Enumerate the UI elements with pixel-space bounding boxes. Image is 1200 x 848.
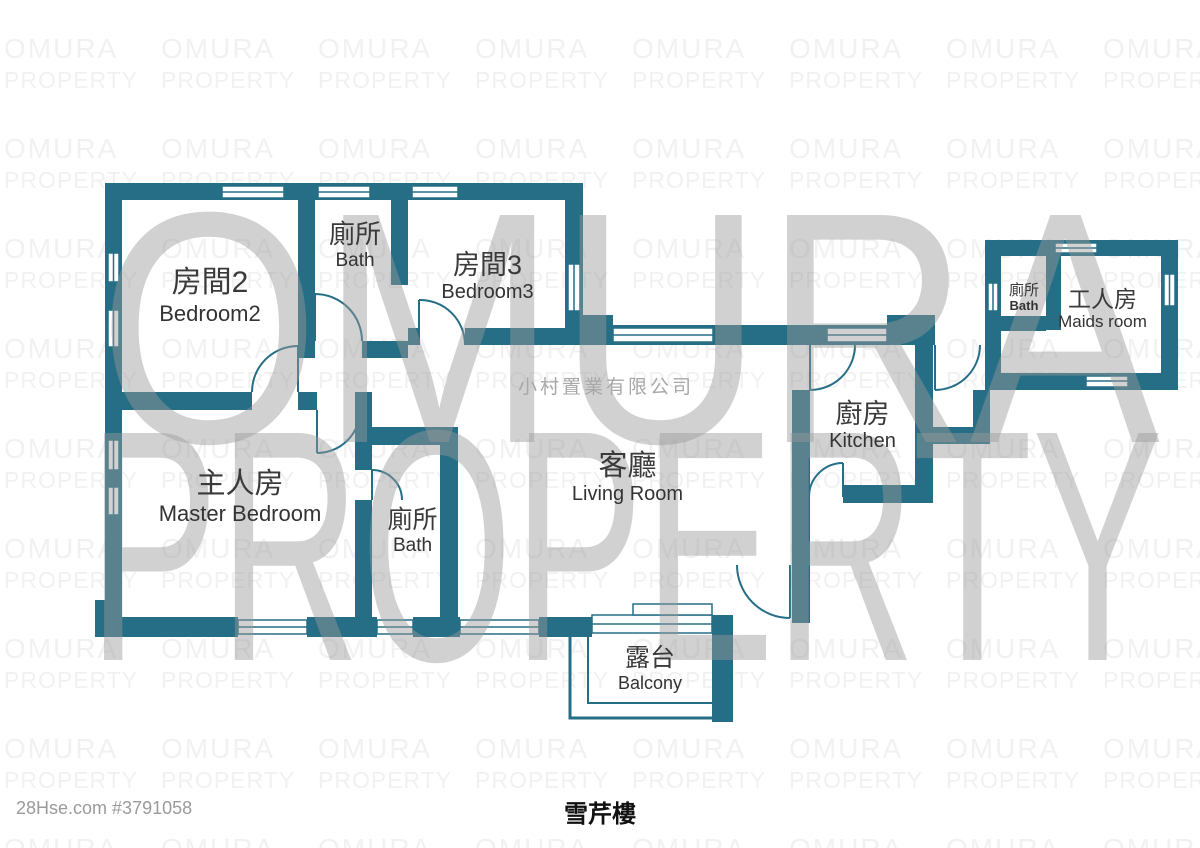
giant-watermark-line1: OMURA: [98, 143, 1161, 512]
room-label-balcony: 露台 Balcony: [585, 644, 715, 693]
room-label-maids-bath: 廁所 Bath: [995, 282, 1053, 314]
room-name-zh: 房間2: [171, 266, 249, 299]
room-label-master-bedroom: 主人房 Master Bedroom: [120, 468, 360, 527]
room-label-kitchen: 廚房 Kitchen: [800, 399, 925, 453]
room-label-bath-middle: 廁所 Bath: [365, 506, 460, 557]
room-label-bath-top: 廁所 Bath: [305, 219, 405, 272]
listing-reference: 28Hse.com #3791058: [16, 798, 193, 818]
room-name-zh: 工人房: [1068, 286, 1137, 312]
windows: [107, 185, 1176, 635]
room-name-zh: 房間3: [452, 250, 523, 280]
room-name-en: Balcony: [617, 672, 683, 693]
room-name-zh: 客廳: [598, 450, 657, 482]
door-arcs: [251, 293, 981, 619]
building-title: 雪芹樓: [564, 801, 636, 828]
room-name-en: Bedroom2: [159, 300, 261, 326]
window-strips-horizontal: [221, 185, 1129, 635]
room-name-zh: 露台: [624, 644, 675, 672]
balcony-railing: [568, 603, 713, 720]
room-name-en: Bath: [335, 249, 375, 271]
room-name-zh: 主人房: [196, 468, 284, 500]
room-name-en: Bath: [392, 534, 433, 556]
room-name-en: Maids room: [1058, 312, 1147, 332]
room-name-en: Bedroom3: [441, 281, 534, 304]
room-name-en: Master Bedroom: [158, 501, 322, 527]
room-name-en: Bath: [1009, 298, 1039, 314]
room-name-zh: 廚房: [835, 399, 890, 429]
company-watermark: 小村置業有限公司: [518, 377, 695, 398]
giant-watermark-line2: PROPERTY: [88, 361, 1163, 730]
room-label-bedroom2: 房間2 Bedroom2: [115, 266, 305, 326]
room-name-zh: 廁所: [1008, 282, 1039, 299]
room-name-en: Living Room: [571, 483, 684, 506]
room-name-zh: 廁所: [387, 506, 438, 534]
room-label-bedroom3: 房間3 Bedroom3: [400, 250, 575, 304]
room-label-maids-room: 工人房 Maids room: [1010, 286, 1195, 332]
room-name-en: Kitchen: [829, 430, 896, 453]
room-name-zh: 廁所: [328, 219, 381, 249]
room-label-living-room: 客廳 Living Room: [540, 450, 715, 506]
window-strips-vertical: [107, 252, 1176, 516]
